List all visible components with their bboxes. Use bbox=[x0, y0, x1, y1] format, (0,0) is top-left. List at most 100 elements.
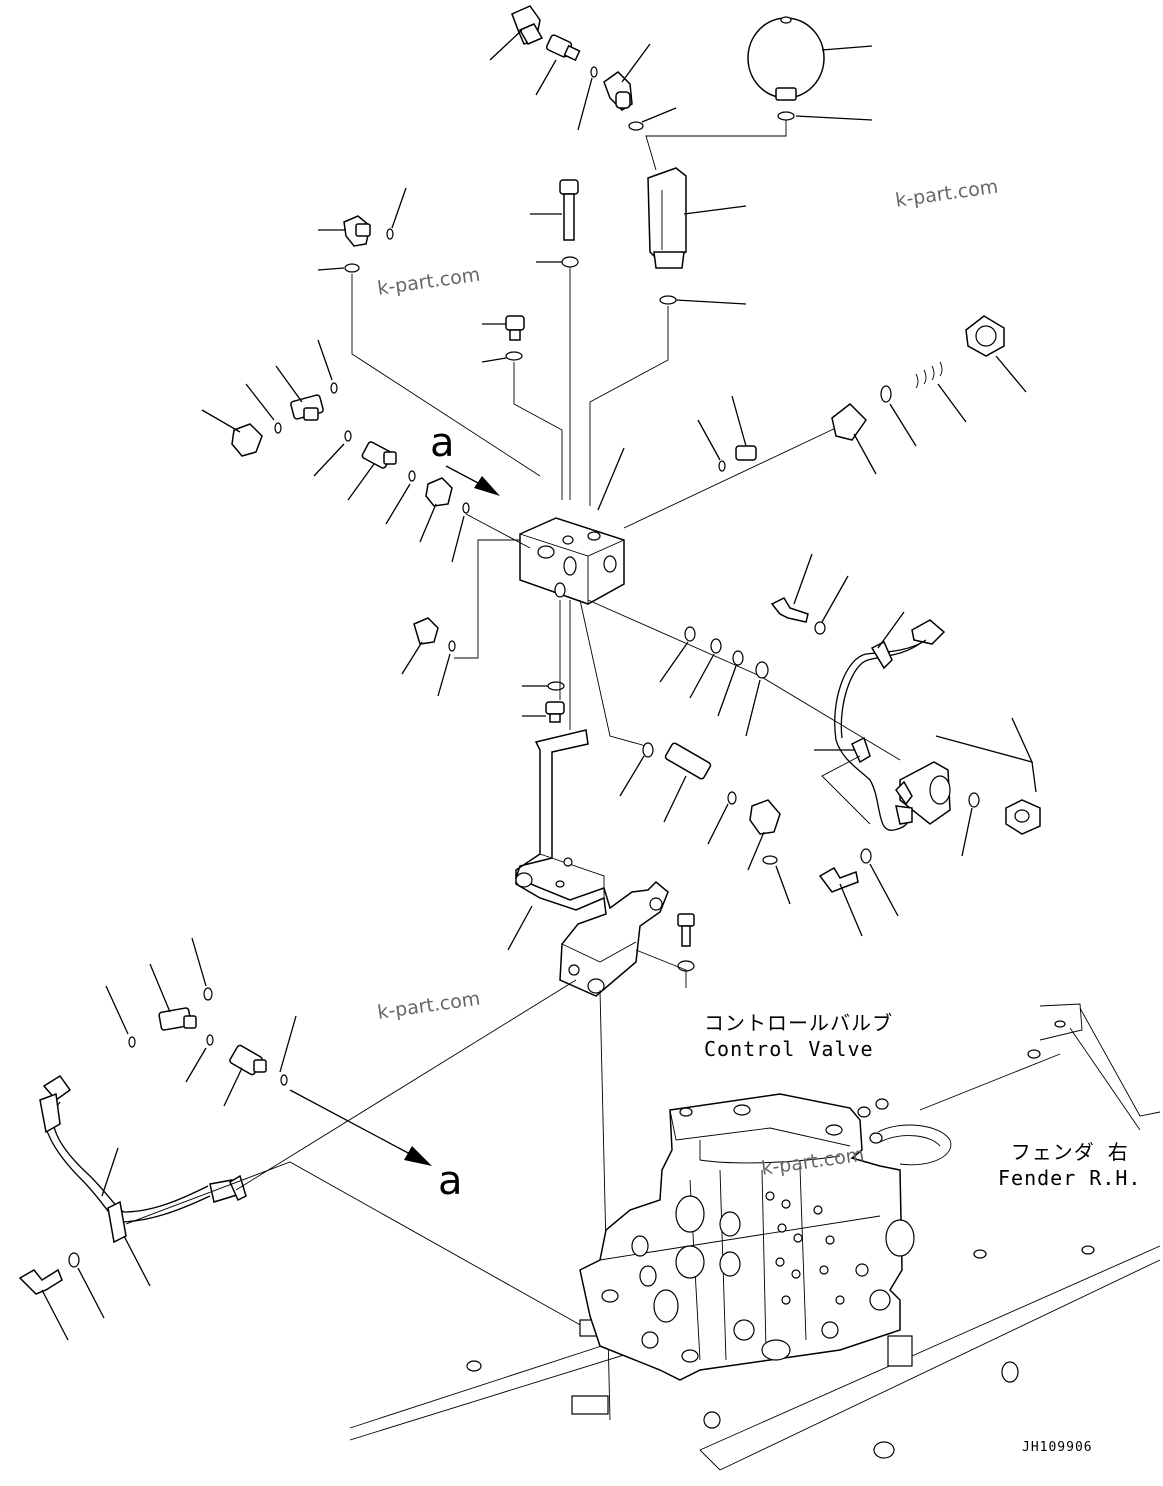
leader-line bbox=[105, 985, 129, 1035]
leader-line bbox=[731, 395, 747, 447]
wire-harness bbox=[834, 639, 927, 831]
o-ring bbox=[462, 502, 470, 514]
connector bbox=[911, 619, 946, 645]
washer bbox=[814, 621, 826, 635]
leader-line bbox=[313, 443, 345, 477]
leader-line bbox=[597, 447, 625, 511]
nut bbox=[1005, 799, 1041, 835]
leader-line bbox=[451, 515, 465, 563]
leader-line bbox=[707, 803, 729, 845]
reference-mark-lower: a bbox=[438, 1158, 463, 1204]
leader-line bbox=[621, 43, 651, 83]
o-ring bbox=[590, 66, 598, 78]
o-ring bbox=[344, 430, 352, 442]
leader-line bbox=[747, 831, 765, 871]
union-fitting bbox=[229, 1044, 267, 1076]
leader-line bbox=[577, 77, 593, 131]
o-ring bbox=[408, 470, 416, 482]
o-ring bbox=[344, 263, 360, 273]
leader-line bbox=[123, 1235, 151, 1287]
reference-mark-upper: a bbox=[430, 420, 455, 466]
elbow-fitting bbox=[749, 799, 781, 835]
control-valve-label-en: Control Valve bbox=[704, 1037, 874, 1061]
reference-arrow-line bbox=[445, 465, 481, 485]
leader-line bbox=[385, 483, 411, 525]
elbow-fitting bbox=[343, 215, 371, 247]
leader-line bbox=[401, 641, 423, 675]
o-ring bbox=[203, 987, 213, 1001]
leader-line bbox=[437, 653, 451, 697]
plug bbox=[545, 701, 565, 723]
washer bbox=[860, 848, 872, 864]
leader-line bbox=[937, 383, 967, 423]
o-ring bbox=[128, 1036, 136, 1048]
washer bbox=[677, 960, 695, 972]
control-valve-label-jp: コントロールバルブ bbox=[704, 1011, 893, 1035]
leader-line bbox=[995, 355, 1027, 393]
assembly-line bbox=[635, 949, 687, 988]
o-ring bbox=[505, 351, 523, 361]
mounting-bracket bbox=[515, 729, 669, 997]
leader-line bbox=[317, 339, 333, 381]
plug bbox=[413, 617, 439, 645]
plug bbox=[735, 445, 757, 461]
bolt bbox=[18, 1268, 63, 1295]
o-ring bbox=[642, 742, 654, 758]
leader-line bbox=[641, 107, 677, 123]
manifold-block bbox=[519, 517, 625, 605]
leader-line bbox=[745, 679, 761, 737]
o-ring bbox=[547, 681, 565, 691]
o-ring bbox=[684, 626, 696, 642]
leader-line bbox=[795, 115, 873, 121]
leader-line bbox=[869, 863, 899, 917]
union-fitting bbox=[831, 403, 867, 441]
tee-fitting bbox=[158, 1007, 197, 1031]
harness-clip bbox=[851, 736, 871, 764]
drawing-code: JH109906 bbox=[1022, 1440, 1093, 1455]
o-ring bbox=[280, 1074, 288, 1086]
top-adapter-fitting bbox=[545, 34, 581, 62]
assembly-line bbox=[587, 599, 901, 761]
harness-clip bbox=[870, 640, 893, 670]
assembly-line bbox=[623, 425, 841, 529]
cap-nut bbox=[965, 315, 1005, 357]
leader-line bbox=[717, 665, 737, 717]
leader-line bbox=[697, 419, 721, 461]
reference-arrowhead bbox=[404, 1146, 432, 1166]
fender-hose bbox=[879, 1135, 941, 1147]
leader-line bbox=[419, 503, 437, 543]
o-ring bbox=[968, 792, 980, 808]
leader-line bbox=[663, 775, 687, 823]
assembly-line bbox=[125, 1161, 601, 1337]
tee-fitting bbox=[290, 394, 324, 421]
o-ring bbox=[732, 650, 744, 666]
assembly-line bbox=[513, 362, 563, 500]
bolt bbox=[559, 179, 579, 241]
fender-label: フェンダ 右 Fender R.H. bbox=[998, 1139, 1141, 1191]
o-ring bbox=[727, 791, 737, 805]
leader-line bbox=[101, 1147, 119, 1197]
solenoid-valve bbox=[895, 761, 951, 825]
o-ring bbox=[880, 385, 892, 403]
o-ring bbox=[755, 661, 769, 679]
leader-line bbox=[185, 1047, 207, 1083]
control-valve-body bbox=[579, 1093, 915, 1381]
o-ring bbox=[777, 111, 795, 121]
leader-line bbox=[619, 755, 645, 797]
leader-line bbox=[877, 611, 905, 649]
assembly-line bbox=[465, 513, 531, 549]
leader-line bbox=[689, 653, 715, 699]
leader-line bbox=[775, 865, 791, 905]
accumulator bbox=[747, 16, 825, 101]
leader-line bbox=[391, 187, 407, 229]
assembly-line bbox=[821, 755, 871, 825]
leader-line bbox=[659, 641, 689, 683]
leader-line bbox=[279, 1015, 297, 1073]
wire-harness bbox=[840, 641, 923, 739]
leader-line bbox=[41, 1289, 69, 1341]
leader-line bbox=[821, 45, 873, 51]
washer bbox=[561, 256, 579, 268]
leader-line bbox=[77, 1267, 105, 1319]
